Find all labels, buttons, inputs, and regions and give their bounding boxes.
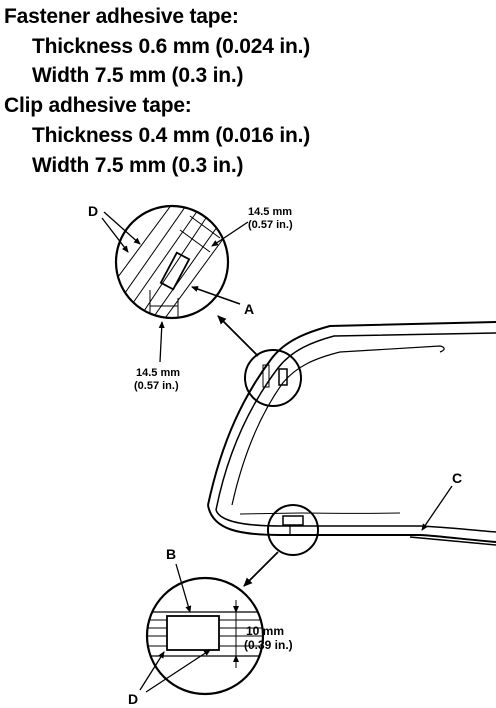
dim-bottom-in: (0.39 in.) bbox=[244, 638, 293, 652]
pointer-d-top-2 bbox=[101, 217, 129, 253]
clip-width: Width 7.5 mm (0.3 in.) bbox=[32, 154, 244, 177]
pointer-d-top-1 bbox=[103, 211, 141, 245]
pointer-a bbox=[191, 286, 241, 305]
label-d-bottom: D bbox=[128, 691, 138, 707]
pointer-d-bottom-1 bbox=[139, 651, 165, 691]
dim-top-bottom-mm: 14.5 mm bbox=[136, 367, 180, 379]
label-b: B bbox=[166, 546, 176, 562]
pointer-dim-top-right bbox=[211, 221, 249, 247]
dim-top-right-mm: 14.5 mm bbox=[248, 206, 292, 218]
dim-top-right-in: (0.57 in.) bbox=[248, 219, 293, 231]
arrow-to-bottom-detail bbox=[243, 551, 279, 587]
fastener-thickness: Thickness 0.6 mm (0.024 in.) bbox=[32, 35, 311, 58]
pointer-b bbox=[175, 563, 192, 613]
detail-ring-upper bbox=[244, 349, 302, 407]
pointer-d-bottom-2 bbox=[145, 649, 211, 693]
fastener-heading: Fastener adhesive tape: bbox=[4, 5, 239, 28]
detail-ring-lower bbox=[267, 504, 319, 556]
dim-top-bottom-in: (0.57 in.) bbox=[134, 380, 179, 392]
clip-heading: Clip adhesive tape: bbox=[4, 94, 192, 117]
label-d-top: D bbox=[88, 203, 98, 219]
fastener-width: Width 7.5 mm (0.3 in.) bbox=[32, 64, 244, 87]
window-glass bbox=[207, 321, 496, 546]
clip-thickness: Thickness 0.4 mm (0.016 in.) bbox=[32, 124, 311, 147]
spec-block: Fastener adhesive tape: Thickness 0.6 mm… bbox=[0, 0, 496, 190]
top-detail-circle bbox=[114, 204, 230, 320]
pointer-dim-top-bottom bbox=[158, 321, 165, 363]
label-c: C bbox=[452, 470, 462, 486]
label-a: A bbox=[244, 301, 254, 317]
arrow-to-top-detail bbox=[217, 315, 259, 357]
dim-bottom-mm: 10 mm bbox=[246, 624, 284, 638]
pointer-c bbox=[421, 485, 453, 531]
